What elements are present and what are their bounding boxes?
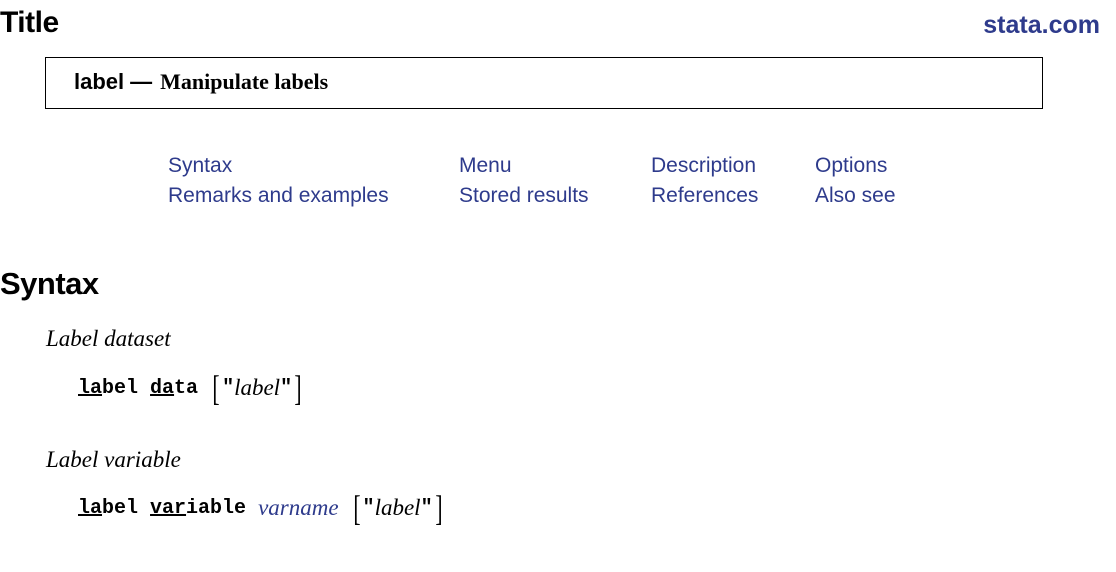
optional-bracket-open: [ xyxy=(212,368,220,408)
command-rest: bel xyxy=(102,496,139,520)
optional-bracket-close: ] xyxy=(294,368,302,408)
label-argument: label xyxy=(374,495,421,520)
subcommand-rest: ta xyxy=(174,376,199,400)
optional-bracket-close: ] xyxy=(434,488,443,528)
toc-link-menu[interactable]: Menu xyxy=(459,154,512,177)
command-abbrev: la xyxy=(78,496,103,520)
command-name: label xyxy=(74,69,125,94)
subcommand-rest: iable xyxy=(186,496,247,520)
toc-link-syntax[interactable]: Syntax xyxy=(168,154,233,177)
quote-open: " xyxy=(362,496,375,520)
subcommand-abbrev: da xyxy=(150,376,175,400)
quote-close: " xyxy=(420,496,433,520)
quote-open: " xyxy=(222,376,235,400)
quote-close: " xyxy=(280,376,293,400)
section-heading-syntax: Syntax xyxy=(0,266,99,301)
subheading-label-dataset: Label dataset xyxy=(46,326,171,351)
toc-link-options[interactable]: Options xyxy=(815,154,888,177)
command-rest: bel xyxy=(102,376,139,400)
toc-link-stored-results[interactable]: Stored results xyxy=(459,184,589,207)
title-box-content: label— Manipulate labels xyxy=(74,69,328,95)
toc-link-references[interactable]: References xyxy=(651,184,759,207)
page-title: Title xyxy=(0,6,59,39)
subheading-label-variable: Label variable xyxy=(46,447,181,472)
toc-link-also-see[interactable]: Also see xyxy=(815,184,896,207)
title-dash: — xyxy=(130,69,153,94)
toc-link-remarks[interactable]: Remarks and examples xyxy=(168,184,389,207)
subcommand-abbrev: var xyxy=(150,496,187,520)
command-abbrev: la xyxy=(78,376,103,400)
stata-link[interactable]: stata.com xyxy=(983,11,1100,39)
command-description: Manipulate labels xyxy=(160,69,329,94)
label-argument: label xyxy=(234,375,281,400)
toc-link-description[interactable]: Description xyxy=(651,154,757,177)
title-box: label— Manipulate labels xyxy=(45,57,1043,109)
varname-link[interactable]: varname xyxy=(258,495,339,520)
optional-bracket-open: [ xyxy=(352,488,361,528)
